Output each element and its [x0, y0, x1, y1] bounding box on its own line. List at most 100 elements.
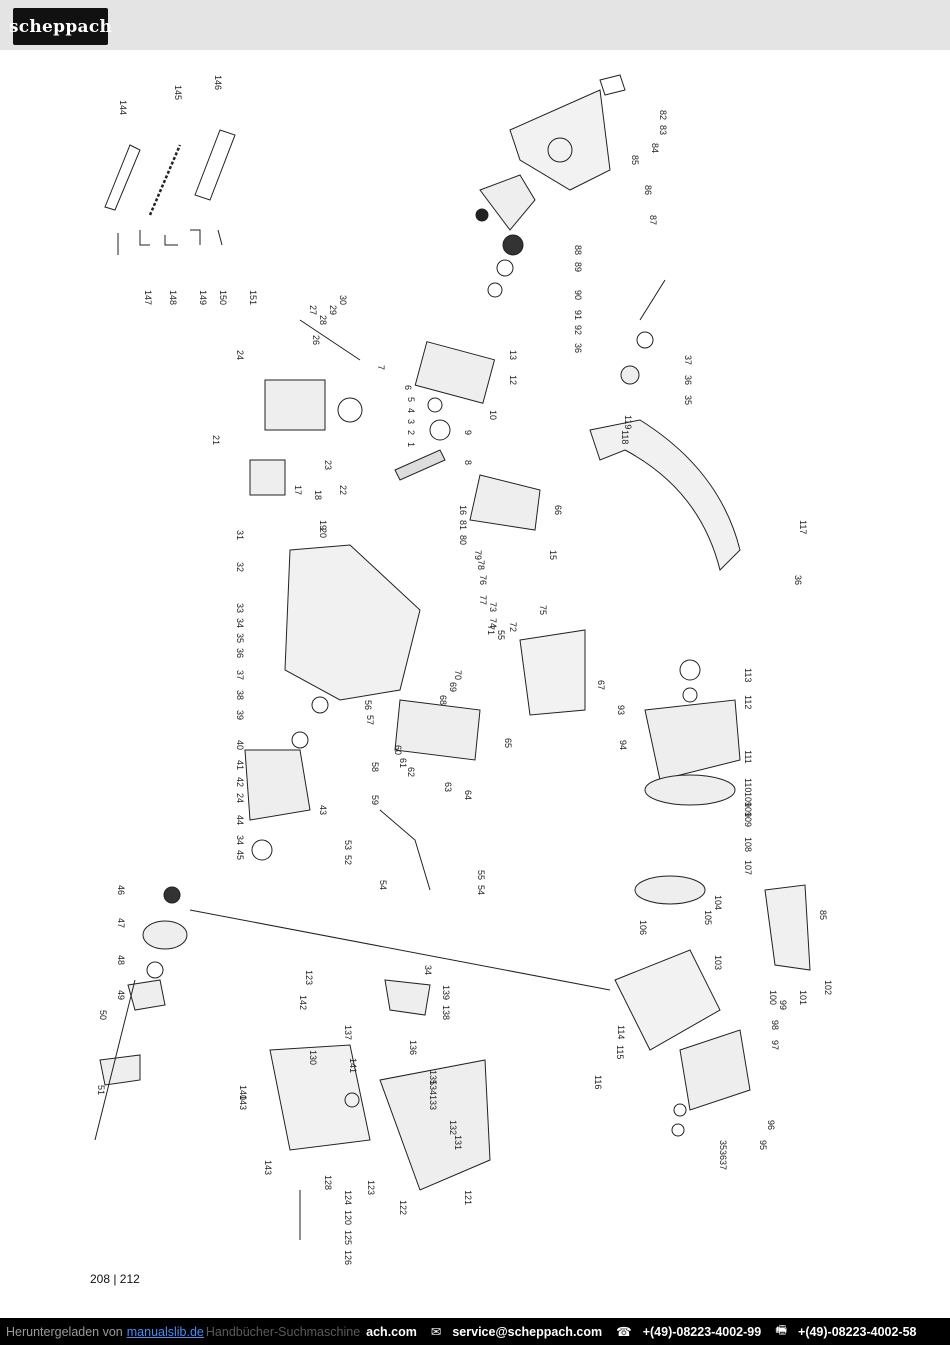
part-number-label: 142: [298, 995, 308, 1010]
part-number-label: 115: [615, 1045, 625, 1059]
part-number-label: 116: [593, 1075, 603, 1089]
part-number-label: 31: [235, 530, 245, 540]
part-number-label: 90: [573, 290, 583, 300]
part-number-label: 36: [573, 343, 583, 353]
part-number-label: 136: [408, 1040, 418, 1055]
part-number-label: 87: [648, 215, 658, 225]
part-number-label: 130: [308, 1050, 318, 1065]
part-number-label: 66: [553, 505, 563, 515]
part-number-label: 148: [168, 290, 178, 305]
part-number-label: 93: [616, 705, 626, 715]
part-number-label: 132: [448, 1120, 458, 1135]
part-number-label: 43: [318, 805, 328, 815]
part-number-label: 34: [235, 835, 245, 845]
manualslib-link[interactable]: manualslib.de: [126, 1324, 204, 1339]
part-number-label: 54: [476, 885, 486, 895]
part-number-label: 37: [718, 1160, 728, 1170]
fax-text: +(49)-08223-4002-58: [798, 1324, 917, 1339]
part-number-label: 9: [463, 430, 473, 435]
part-number-label: 34: [235, 618, 245, 628]
logo-text: scheppach: [8, 16, 113, 37]
part-number-label: 58: [370, 762, 380, 772]
part-number-label: 8: [463, 460, 473, 465]
part-number-label: 103: [713, 955, 723, 970]
fax-icon: 🖷: [775, 1323, 788, 1337]
part-number-label: 88: [573, 245, 583, 255]
part-number-label: 18: [313, 490, 323, 500]
part-number-label: 49: [116, 990, 126, 1000]
part-number-label: 30: [338, 295, 348, 305]
part-number-label: 61: [398, 758, 408, 768]
part-number-label: 45: [235, 850, 245, 860]
part-number-label: 117: [798, 520, 808, 534]
part-number-label: 52: [343, 855, 353, 865]
part-number-label: 13: [508, 350, 518, 360]
part-number-label: 78: [476, 560, 486, 570]
part-number-label: 12: [508, 375, 518, 385]
part-number-label: 147: [143, 290, 153, 305]
part-number-label: 99: [778, 1000, 788, 1010]
part-number-label: 150: [218, 290, 228, 305]
part-number-label: 65: [503, 738, 513, 748]
part-number-label: 69: [448, 682, 458, 692]
part-number-label: 15: [548, 550, 558, 560]
part-number-label: 35: [235, 633, 245, 643]
part-number-label: 131: [453, 1135, 463, 1150]
part-number-label: 47: [116, 918, 126, 928]
part-number-label: 67: [596, 680, 606, 690]
part-number-label: 140: [238, 1085, 248, 1100]
envelope-icon: ✉: [430, 1325, 442, 1339]
page-number: 208 | 212: [90, 1272, 140, 1286]
part-number-label: 10: [488, 410, 498, 420]
part-number-label: 41: [235, 760, 245, 770]
part-number-label: 143: [263, 1160, 273, 1175]
part-number-label: 57: [365, 715, 375, 725]
part-number-label: 92: [573, 325, 583, 335]
part-number-label: 54: [378, 880, 388, 890]
part-number-label: 50: [98, 1010, 108, 1020]
part-number-label: 145: [173, 85, 183, 100]
part-number-label: 60: [393, 745, 403, 755]
part-number-label: 118: [620, 430, 630, 444]
part-number-label: 32: [235, 562, 245, 572]
starter-housing-group: [475, 74, 626, 298]
clutch-group: [94, 749, 611, 1141]
part-number-label: 27: [308, 305, 318, 315]
part-number-label: 111: [743, 750, 753, 764]
scheppach-logo: scheppach: [9, 8, 112, 45]
part-number-label: 114: [616, 1025, 626, 1039]
part-number-label: 64: [463, 790, 473, 800]
part-number-label: 22: [338, 485, 348, 495]
phone-text: +(49)-08223-4002-99: [642, 1324, 762, 1339]
part-number-label: 55: [476, 870, 486, 880]
part-number-label: 95: [758, 1140, 768, 1150]
part-number-label: 53: [343, 840, 353, 850]
part-number-label: 17: [293, 485, 303, 495]
footer-bar: Heruntergeladen von manualslib.de Handbü…: [0, 1318, 950, 1345]
cylinder-group: [249, 319, 496, 496]
email-text: service@scheppach.com: [452, 1324, 603, 1339]
part-number-label: 26: [311, 335, 321, 345]
part-number-label: 133: [428, 1095, 438, 1110]
part-number-label: 85: [818, 910, 828, 920]
part-number-label: 98: [770, 1020, 780, 1030]
part-number-label: 123: [304, 970, 314, 985]
header-band: scheppach: [0, 0, 950, 50]
front-handle-group: [589, 279, 741, 571]
part-number-label: 122: [398, 1200, 408, 1215]
part-number-label: 3: [406, 419, 416, 424]
part-number-label: 34: [423, 965, 433, 975]
part-number-label: 36: [718, 1150, 728, 1160]
part-number-label: 62: [406, 767, 416, 777]
downloaded-from-text: Heruntergeladen von: [6, 1324, 123, 1339]
part-number-label: 146: [213, 75, 223, 90]
part-number-label: 126: [343, 1250, 353, 1265]
part-number-label: 138: [441, 1005, 451, 1020]
part-number-label: 94: [618, 740, 628, 750]
part-number-label: 124: [343, 1190, 353, 1205]
exploded-parts-diagram: 8283848586878889909192361312109814414514…: [94, 74, 833, 1265]
part-number-label: 139: [441, 985, 451, 1000]
part-number-label: 125: [343, 1230, 353, 1245]
part-number-label: 36: [793, 575, 803, 585]
part-number-label: 104: [713, 895, 723, 910]
